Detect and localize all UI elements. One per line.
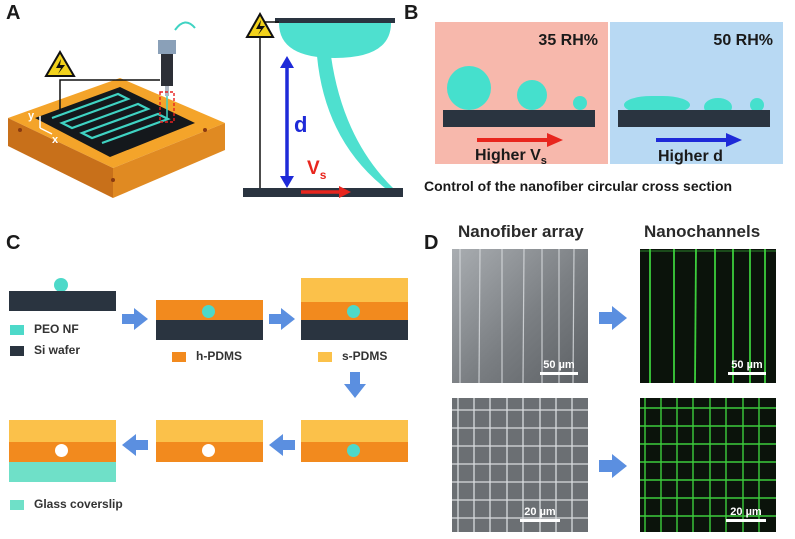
right-arrow-icon [477, 133, 563, 147]
taylor-cone-schematic [243, 11, 403, 198]
panel-a-label: A [6, 2, 21, 24]
electrospinning-setup-3d [8, 21, 225, 198]
step4-spdms [301, 420, 408, 442]
substrate-bar [443, 110, 595, 127]
step3-wafer [301, 320, 408, 340]
step6-glass [9, 462, 116, 482]
scale-bar-bottom-right: 20 µm [726, 506, 766, 522]
legend-glass: Glass coverslip [34, 497, 123, 511]
fluorescent-grid-image: 20 µm [640, 398, 776, 532]
panel-b-label: B [404, 2, 419, 24]
right-arrow-icon [599, 306, 627, 330]
step4-fiber [347, 444, 360, 457]
axis-y-label: y [28, 110, 35, 122]
scale-label: 50 µm [543, 359, 575, 371]
panel-d-label: D [424, 232, 439, 254]
speed-label-main: V [307, 158, 320, 179]
distance-label: d [294, 112, 308, 137]
legend-hpdms: h-PDMS [196, 349, 242, 363]
panel-c-label: C [6, 232, 21, 254]
high-voltage-icon [44, 50, 76, 77]
speed-label: Vs [307, 158, 326, 182]
step2-fiber [202, 305, 215, 318]
left-arrow-icon [269, 434, 295, 456]
left-arrow-icon [122, 434, 148, 456]
col-header-nanofiber: Nanofiber array [458, 222, 584, 241]
panel-b-left-box: 35 RH% Higher Vs [435, 22, 608, 167]
higher-vs-sub: s [540, 155, 547, 168]
sem-aligned-image: 50 µm [452, 249, 588, 383]
high-voltage-icon [245, 11, 275, 38]
legend-swatch-glass [10, 500, 24, 510]
step1-fiber [54, 278, 68, 292]
legend-swatch-spdms [318, 352, 332, 362]
axis-x-label: x [52, 134, 59, 146]
step2-wafer [156, 320, 263, 340]
higher-vs-label: Higher Vs [475, 147, 547, 167]
step6-spdms [9, 420, 116, 442]
scale-label: 20 µm [524, 506, 556, 518]
scale-bar-top-right: 50 µm [728, 359, 766, 375]
scale-label: 20 µm [730, 506, 762, 518]
droplet-flat-small [750, 98, 764, 112]
higher-vs-main: Higher V [475, 147, 541, 164]
legend-swatch-si [10, 346, 24, 356]
legend-si: Si wafer [34, 343, 81, 357]
step5-channel [202, 444, 215, 457]
right-arrow-icon [599, 454, 627, 478]
panel-b-right-box: 50 RH% Higher d [610, 22, 783, 165]
droplet-small [573, 96, 587, 110]
scale-bar-bottom-left: 20 µm [520, 506, 560, 522]
fluorescent-aligned-image: 50 µm [640, 249, 776, 383]
step6-channel [55, 444, 68, 457]
droplet-flat-large [624, 96, 690, 114]
rh-50-label: 50 RH% [713, 32, 773, 49]
legend-spdms: s-PDMS [342, 349, 388, 363]
scale-bar-top-left: 50 µm [540, 359, 578, 375]
panel-b-caption: Control of the nanofiber circular cross … [424, 178, 733, 194]
legend-swatch-peo [10, 325, 24, 335]
step3-fiber [347, 305, 360, 318]
legend-peo: PEO NF [34, 322, 79, 336]
col-header-nanochannels: Nanochannels [644, 222, 761, 241]
right-arrow-icon [122, 308, 148, 330]
legend-swatch-hpdms [172, 352, 186, 362]
substrate-bar [618, 110, 770, 127]
down-arrow-icon [344, 372, 366, 398]
right-arrow-icon [269, 308, 295, 330]
droplet-large [447, 66, 491, 110]
speed-label-sub: s [319, 167, 327, 182]
sem-grid-image: 20 µm [452, 398, 588, 532]
step5-spdms [156, 420, 263, 442]
higher-d-label: Higher d [658, 148, 723, 165]
step3-spdms [301, 278, 408, 302]
syringe-icon [158, 21, 196, 96]
right-arrow-icon [656, 133, 742, 147]
rh-35-label: 35 RH% [538, 32, 598, 49]
step1-wafer [9, 291, 116, 311]
scale-label: 50 µm [731, 359, 763, 371]
droplet-medium [517, 80, 547, 110]
